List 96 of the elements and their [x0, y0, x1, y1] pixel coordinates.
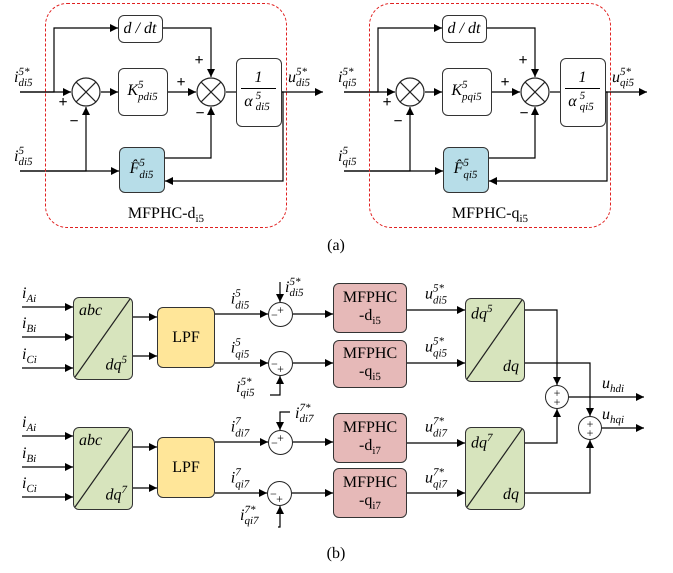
transform-box: abc dq$^{7}$ [73, 427, 133, 510]
process-box: LPF [157, 437, 215, 498]
arrow [215, 359, 268, 367]
arrow [215, 310, 268, 318]
sign-label: + [382, 95, 392, 111]
arrow [407, 439, 465, 447]
sign-label: − [519, 106, 529, 122]
panel-label: (a) [327, 237, 345, 255]
sign-label: + [58, 95, 68, 111]
arrow [487, 27, 539, 77]
arrow [425, 88, 442, 96]
transform-box: dq$^{7}$ dq [465, 427, 525, 510]
summing-junction [196, 76, 226, 106]
arrow [525, 440, 594, 494]
arrow [133, 352, 157, 360]
summing-junction: + − [268, 302, 293, 327]
arrow [168, 88, 196, 96]
arrow [133, 484, 157, 492]
signal-label: i$_{Ci}$ [22, 473, 58, 497]
arrow [293, 438, 333, 446]
arrow [165, 107, 215, 159]
arrow [293, 310, 333, 318]
dashed-group-box [45, 3, 287, 228]
arrow [22, 303, 73, 311]
arrow [407, 359, 465, 367]
signal-label: i$_{Bi}$ [22, 313, 58, 337]
arrow [133, 313, 157, 321]
arrow [606, 88, 647, 96]
arrow [215, 489, 267, 497]
arrow [344, 167, 443, 175]
signal-label: i$_{Ai}$ [22, 412, 58, 436]
arrow [282, 88, 323, 96]
process-box: LPF [157, 307, 215, 368]
arrow [22, 333, 73, 341]
arrow [165, 91, 284, 185]
arrow [215, 438, 268, 446]
arrow [407, 306, 465, 314]
arrow [20, 24, 118, 93]
summing-junction [394, 76, 424, 106]
transform-box: abc dq$^{5}$ [73, 297, 133, 380]
arrow [407, 489, 465, 497]
arrow [292, 489, 333, 497]
sign-label: + [518, 53, 528, 69]
connector-line [550, 91, 560, 93]
process-box: MFPHC -q$_{i7}$ [333, 468, 407, 518]
group-title: MFPHC-d$_{i5}$ [126, 204, 206, 225]
signal-label: u$_{hqi}$ [602, 405, 644, 428]
panel-label: (b) [326, 545, 346, 563]
summing-junction [70, 76, 100, 106]
arrow [293, 359, 333, 367]
summing-junction [520, 76, 550, 106]
arrow [492, 88, 520, 96]
summing-junction: −+ [267, 481, 292, 506]
dashed-group-box [369, 3, 611, 228]
arrow [344, 24, 442, 93]
arrow [525, 362, 594, 416]
process-box: MFPHC -d$_{i5}$ [333, 283, 407, 333]
summing-junction: + − [268, 430, 293, 455]
arrow [22, 493, 73, 501]
arrow [22, 463, 73, 471]
sign-label: − [393, 114, 403, 130]
sign-label: + [194, 53, 204, 69]
arrow [133, 443, 157, 451]
summing-junction: −+ [268, 351, 293, 376]
process-box: d / dt [118, 14, 162, 42]
arrow [525, 309, 561, 385]
arrow [276, 282, 284, 302]
process-box: MFPHC -d$_{i7}$ [333, 413, 407, 463]
arrow [525, 409, 561, 444]
arrow [276, 411, 290, 430]
arrow [101, 88, 118, 96]
sign-label: − [195, 106, 205, 122]
arrow [270, 376, 284, 396]
summing-junction: + + [545, 385, 569, 409]
process-box: MFPHC -q$_{i5}$ [333, 340, 407, 388]
arrow [489, 91, 608, 185]
connector-line [226, 91, 236, 93]
transform-box: dq$^{5}$ dq [465, 298, 525, 382]
signal-label: u$_{hdi}$ [602, 371, 644, 397]
signal-label: i$_{Bi}$ [22, 443, 58, 467]
arrow [22, 364, 73, 372]
sign-label: + [176, 75, 186, 91]
group-title: MFPHC-q$_{i5}$ [450, 204, 530, 225]
arrow [22, 432, 73, 440]
arrow [276, 506, 284, 528]
signal-label: i$_{Ci}$ [22, 344, 58, 368]
process-box: d / dt [442, 14, 486, 42]
signal-label: i$_{Ai}$ [22, 283, 58, 307]
sign-label: − [69, 114, 79, 130]
arrow [163, 27, 215, 77]
summing-junction: + + [578, 416, 602, 440]
arrow [569, 393, 644, 401]
arrow [20, 167, 119, 175]
arrow [602, 424, 644, 432]
arrow [489, 107, 539, 159]
sign-label: + [500, 75, 510, 91]
